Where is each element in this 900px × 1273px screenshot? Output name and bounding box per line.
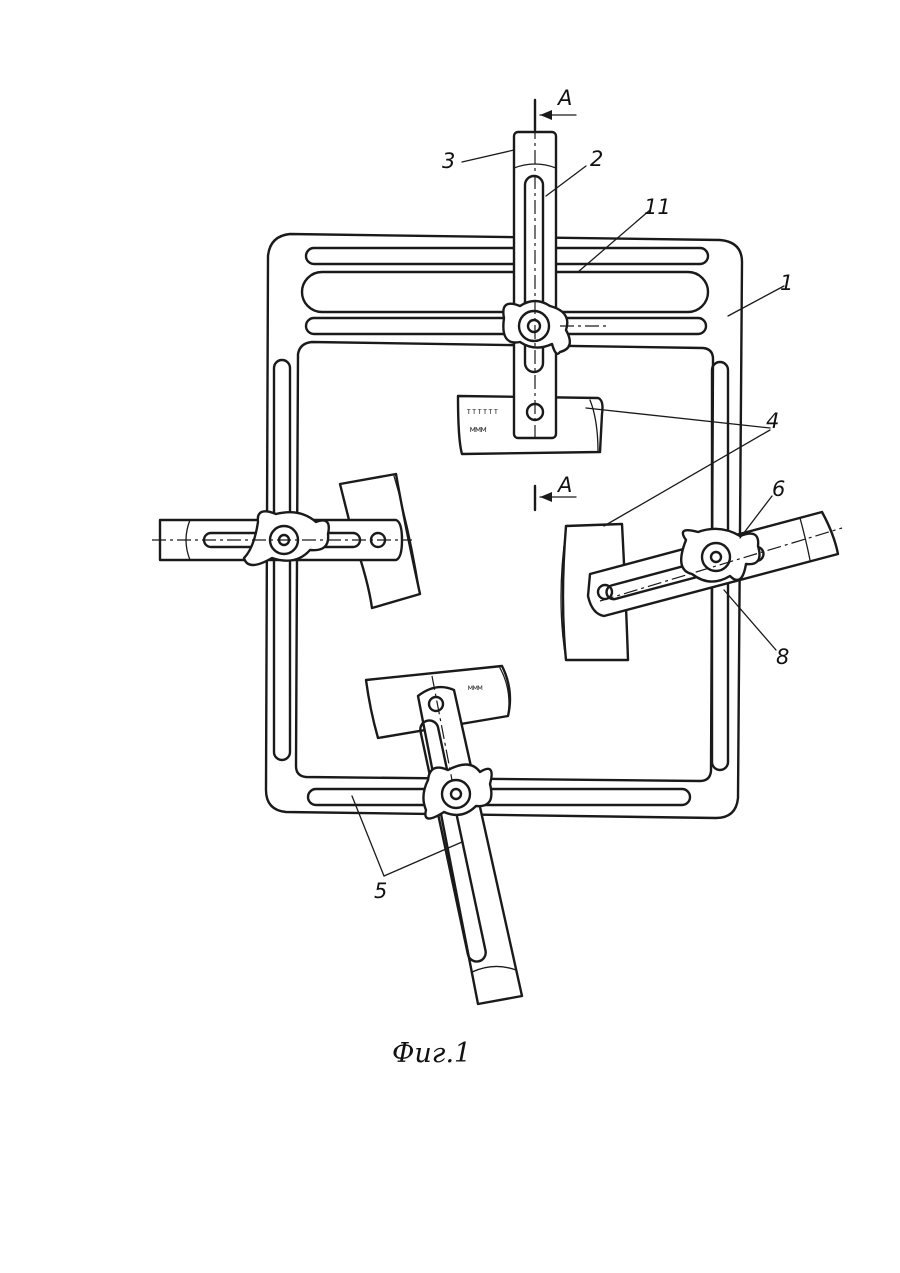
callout-4: 4	[766, 409, 779, 433]
section-mark-top: A	[535, 86, 576, 130]
figure-caption: Фиг.1	[392, 1038, 471, 1069]
section-mark-bottom: A	[535, 473, 576, 510]
frame-bottom-slot	[308, 789, 690, 805]
bottom-slide-bar	[418, 687, 522, 1004]
callout-2: 2	[590, 147, 603, 171]
callout-1: 1	[780, 271, 793, 295]
leader-lines	[352, 150, 784, 876]
callout-5: 5	[374, 879, 387, 903]
section-mark-label-top: A	[556, 86, 572, 110]
svg-text:ммм: ммм	[470, 425, 487, 435]
section-mark-label-bottom: A	[556, 473, 572, 497]
callout-3: 3	[442, 149, 455, 173]
callout-11: 11	[644, 195, 671, 219]
callout-8: 8	[776, 645, 789, 669]
svg-text:ммм: ммм	[468, 683, 483, 692]
callout-6: 6	[772, 477, 785, 501]
svg-text:тттттт: тттттт	[466, 407, 499, 417]
